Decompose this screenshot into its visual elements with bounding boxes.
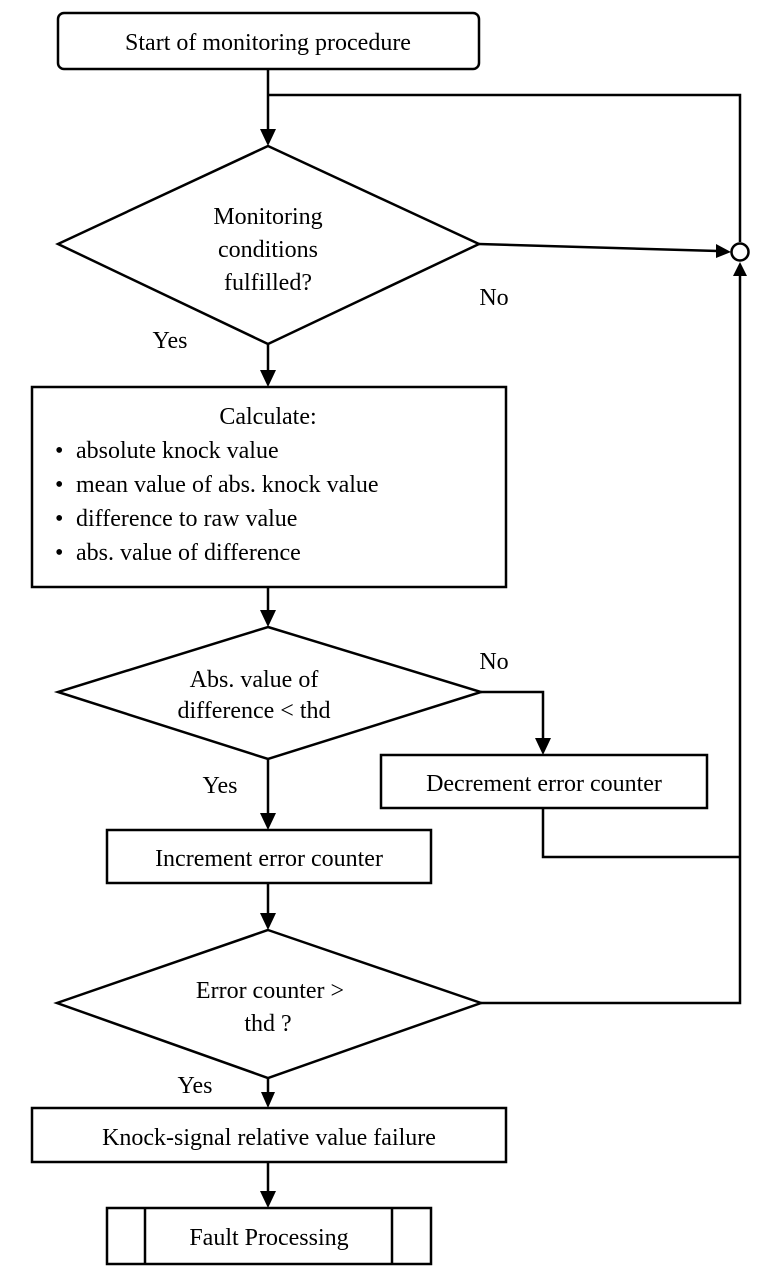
decision3-line-1: Error counter > [196, 978, 344, 1004]
decision2-line-2: difference < thd [177, 698, 330, 724]
arrowhead-to-failure [261, 1092, 275, 1108]
decision-error-counter [53, 928, 485, 1080]
increment-box [105, 828, 433, 885]
calculate-bullet-4: • [55, 540, 63, 566]
arrowhead-to-decision2 [260, 610, 276, 627]
connector-decrement-return [541, 808, 740, 859]
arrowhead-to-calculate [260, 370, 276, 387]
increment-label: Increment error counter [155, 846, 383, 872]
arrowhead-up-to-junction [733, 262, 747, 276]
decision2-yes-label: Yes [203, 773, 238, 799]
calculate-box [30, 385, 508, 589]
decrement-label: Decrement error counter [426, 771, 662, 797]
connector-decision2-no [481, 690, 545, 741]
decision2-no-label: No [479, 649, 508, 675]
decision3-yes-label: Yes [178, 1073, 213, 1099]
fault-processing-label: Fault Processing [189, 1225, 348, 1251]
calculate-item-1: absolute knock value [76, 438, 279, 464]
junction-circle [730, 242, 750, 262]
decision1-line-2: conditions [218, 237, 318, 263]
arrowhead-to-decrement [535, 738, 551, 755]
decision2-line-1: Abs. value of [190, 667, 319, 693]
connector-decision3-return [481, 270, 742, 1005]
arrowhead-to-decision3 [260, 913, 276, 930]
calculate-bullet-1: • [55, 438, 63, 464]
calculate-item-4: abs. value of difference [76, 540, 301, 566]
decrement-box [379, 753, 709, 810]
failure-label: Knock-signal relative value failure [102, 1125, 436, 1151]
decision1-yes-label: Yes [153, 328, 188, 354]
decision1-line-3: fulfilled? [224, 270, 312, 296]
decision3-line-2: thd ? [244, 1011, 291, 1037]
arrowhead-to-decision1 [260, 129, 276, 146]
connector-decision1-no [478, 242, 719, 253]
calculate-item-2: mean value of abs. knock value [76, 472, 379, 498]
arrowhead-to-fault [260, 1191, 276, 1208]
start-label: Start of monitoring procedure [125, 30, 411, 56]
calculate-bullet-2: • [55, 472, 63, 498]
loop-back-line [268, 93, 742, 242]
calculate-item-3: difference to raw value [76, 506, 297, 532]
fault-processing-box [105, 1206, 433, 1266]
arrowhead-to-increment [260, 813, 276, 830]
decision-abs-value-difference [53, 625, 486, 761]
decision1-no-label: No [479, 285, 508, 311]
calculate-title: Calculate: [219, 404, 316, 430]
decision1-line-1: Monitoring [213, 204, 322, 230]
arrowhead-to-junction [716, 244, 731, 258]
calculate-bullet-3: • [55, 506, 63, 532]
